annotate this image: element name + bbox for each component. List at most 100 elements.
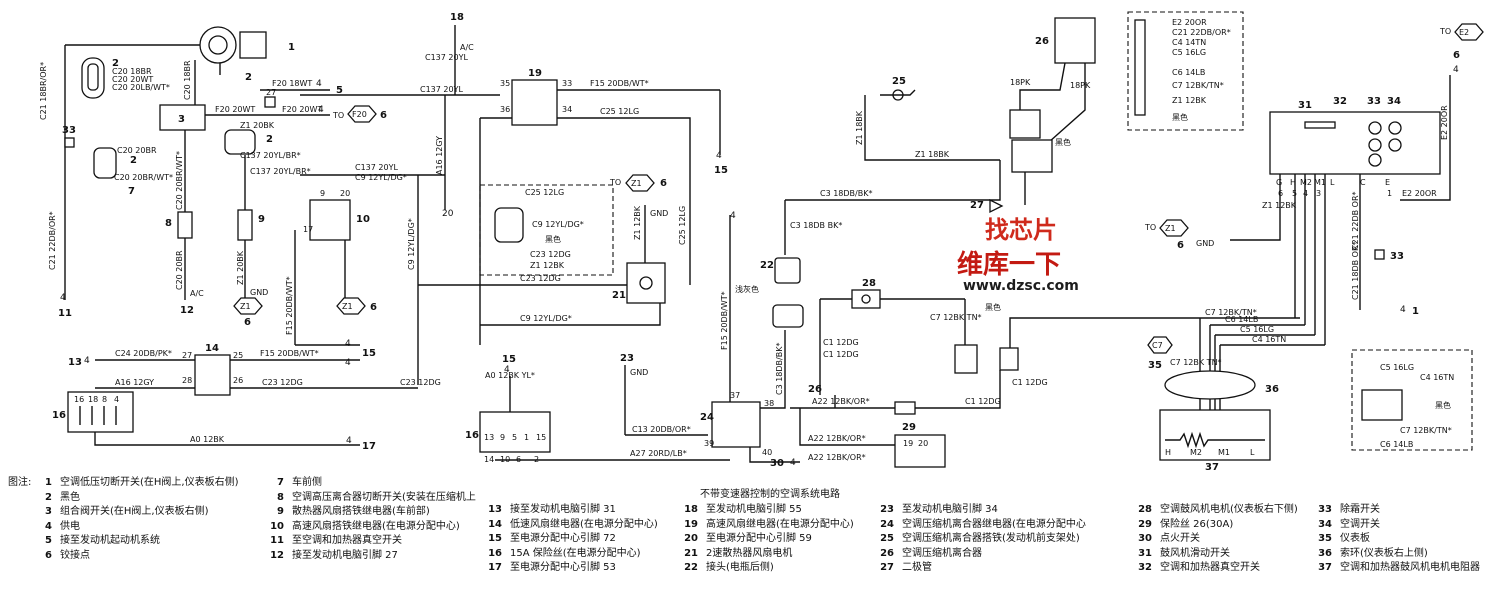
wire-label-e2-20or-b: E2 20OR: [1402, 189, 1437, 198]
legend-number: 3: [45, 506, 52, 517]
relay-pin-37: 37: [730, 391, 740, 400]
wire-label-c4-16tn-b: C4 16TN: [1420, 373, 1454, 382]
motor-terminal-h: H: [1165, 448, 1171, 457]
legend-row: 24 空调压缩机离合器继电器(在电源分配中心: [872, 518, 1086, 533]
legend-number: 21: [684, 547, 698, 559]
terminal-num-4-i: 4: [730, 211, 736, 221]
legend-row: 19 高速风扇继电器(在电源分配中心): [676, 518, 854, 533]
legend-number: 28: [1138, 504, 1152, 515]
wire-label-c20-20br-wt-b: C20 20BR/WT*: [114, 173, 173, 182]
ref-29: 29: [902, 422, 916, 433]
legend-text: 除霜开关: [1340, 504, 1380, 515]
legend-text: 高速风扇继电器(在电源分配中心): [706, 518, 854, 530]
ref-37: 37: [1205, 462, 1219, 470]
legend-number: 25: [880, 533, 894, 544]
bubble-z1-b: Z1: [342, 302, 353, 311]
wire-label-c23-12dg-c: C23 12DG: [400, 378, 441, 387]
motor-terminal-m1: M1: [1218, 448, 1230, 457]
to-label-a: TO: [332, 111, 344, 120]
wire-label-c21-22db-or: C21 22DB/OR*: [48, 211, 57, 270]
legend-number: 19: [684, 518, 698, 530]
ref-19: 19: [528, 68, 542, 79]
wire-label-c6-14lb: C6 14LB: [1225, 315, 1258, 324]
legend-number: 29: [1138, 518, 1152, 530]
center-caption: 不带变速器控制的空调系统电路: [700, 489, 840, 500]
relay-pin-27: 27: [182, 351, 192, 360]
wire-label-c1-12dg-b: C1 12DG: [823, 350, 859, 359]
legend-text: 索环(仪表板右上侧): [1340, 547, 1428, 559]
ref-9: 9: [258, 214, 265, 225]
wire-label-z1-18bk-h: Z1 18BK: [915, 150, 950, 159]
terminal-3: 3: [1316, 189, 1321, 198]
relay-pin-9: 9: [320, 189, 325, 198]
wire-label-c9-12yl-dg-v: C9 12YL/DG*: [407, 218, 416, 270]
fuse-pin-8: 8: [102, 395, 107, 404]
wire-label-c20-20wt: C20 20WT: [112, 75, 153, 84]
legend-number: 31: [1138, 547, 1152, 559]
legend-text: 空调高压离合器切断开关(安装在压缩机上: [292, 491, 476, 503]
ref-18: 18: [450, 12, 464, 23]
legend-number: 5: [45, 535, 52, 546]
legend-number: 9: [277, 506, 284, 517]
wire-label-z1-20bk: Z1 20BK: [240, 121, 275, 130]
label-black-b: 黑色: [1055, 137, 1071, 147]
wire-label-a16-12gy-b: A16 12GY: [115, 378, 154, 387]
ref-15-c: 15: [502, 354, 516, 365]
terminal-num-4-e: 4: [345, 339, 351, 349]
relay-pin-26: 26: [233, 376, 243, 385]
ref-33-left: 33: [62, 125, 76, 136]
compressor-clutch-relay-24: [711, 401, 761, 448]
legend-text: 空调压缩机离合器继电器(在电源分配中心: [902, 518, 1086, 530]
wire-label-f20-18wt: F20 18WT: [272, 79, 312, 88]
wire-label-e2-20or-c: E2 20OR: [1440, 105, 1449, 140]
legend-number: 14: [488, 518, 502, 530]
wire-label-c5-16lg: C5 16LG: [1240, 325, 1274, 334]
wiring-diagram: C21 18BR/OR* C21 22DB/OR* 4 11 1 2 2 C20…: [39, 11, 1484, 470]
ref-7: 7: [128, 186, 135, 197]
ref-28: 28: [862, 278, 876, 289]
legend-number: 20: [684, 533, 698, 544]
legend-number: 24: [880, 518, 894, 530]
terminal-num-4-left: 4: [60, 293, 66, 303]
ref-6-a: 6: [380, 110, 387, 121]
wire-label-a22-12bk-or-b: A22 12BK/OR*: [808, 434, 866, 443]
legend-text: 至电源分配中心引脚 59: [706, 533, 812, 544]
wire-label-pk-18-b: 18PK: [1070, 81, 1091, 90]
bubble-z1-d: Z1: [1165, 224, 1176, 233]
ref-32: 32: [1333, 96, 1347, 107]
legend-text: 保险丝 26(30A): [1160, 518, 1234, 530]
wire-label-c7-12bk-tn-b: C7 12BK TN*: [1170, 358, 1222, 367]
wire-label-c137-20yl-c: C137 20YL: [355, 163, 398, 172]
legend-text: 空调低压切断开关(在H阀上,仪表板右侧): [60, 477, 239, 488]
legend-text: 黑色: [60, 491, 80, 503]
wire-label-c137-20yl-a: C137 20YL: [425, 53, 468, 62]
wire-label-f20-20wt-b: F20 20WT: [282, 105, 322, 114]
wire-label-z1-12bk: Z1 12BK: [530, 261, 565, 270]
legend-number: 33: [1318, 504, 1332, 515]
relay-pin-34: 34: [562, 105, 572, 114]
ref-26: 26: [1035, 36, 1049, 47]
legend-number: 27: [880, 562, 894, 573]
low-speed-fan-relay-14: [194, 354, 231, 396]
ref-27-a: 27: [266, 88, 276, 97]
brand-line-1: 找芯片: [985, 216, 1057, 244]
legend-number: 15: [488, 533, 502, 544]
wire-label-c1-12dg: C1 12DG: [823, 338, 859, 347]
wire-label-c23-12dg: C23 12DG: [530, 250, 571, 259]
terminal-num-4-j: 4: [790, 458, 796, 468]
blower-slide-switch-31: [1269, 111, 1441, 175]
legend-number: 6: [45, 549, 52, 561]
wire-label-c4-16tn: C4 16TN: [1252, 335, 1286, 344]
legend-number: 26: [880, 547, 894, 559]
fuse-pin-13: 13: [484, 433, 494, 442]
brand-line-2: 维库一下: [957, 250, 1062, 280]
